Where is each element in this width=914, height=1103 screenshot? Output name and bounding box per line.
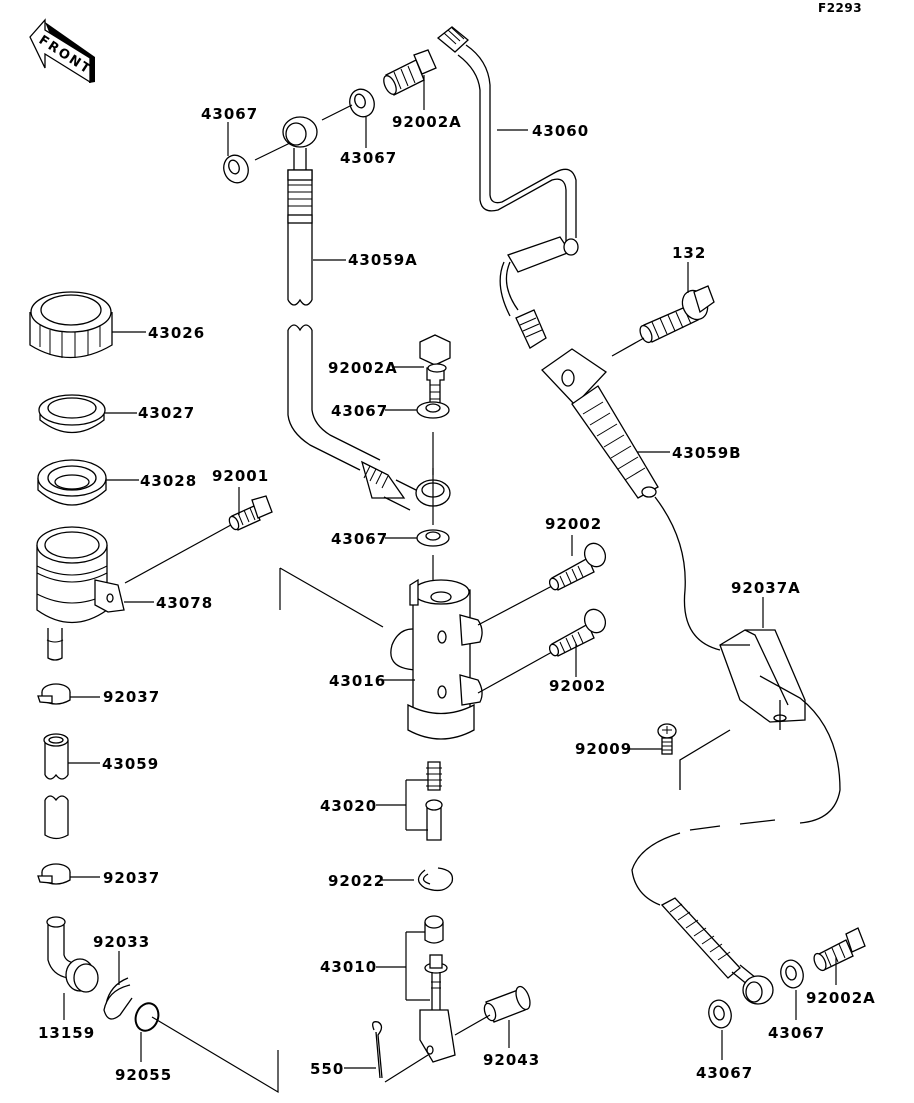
part-label-13159: 13159	[38, 1024, 95, 1042]
part-label-92002: 92002	[545, 515, 602, 533]
part-43067-washer-middle-lower	[416, 529, 450, 547]
leader-line	[254, 142, 291, 161]
part-43027-diaphragm-plate	[38, 394, 106, 433]
part-92009-screw	[657, 723, 677, 755]
part-43067-washer-lower-left	[708, 999, 732, 1029]
part-label-550: 550	[310, 1060, 344, 1078]
part-92002A-banjo-bolt-middle	[419, 334, 451, 411]
part-43016-master-cylinder-body	[390, 578, 483, 740]
part-label-43027: 43027	[138, 404, 195, 422]
part-92055-o-ring	[134, 1002, 160, 1032]
part-43078-reservoir-tank	[36, 526, 125, 661]
part-label-43067: 43067	[768, 1024, 825, 1042]
part-43059B-hose-lower-end	[660, 897, 774, 1005]
part-92022-circlip	[417, 867, 454, 892]
leader-line	[321, 104, 353, 121]
brake-hose-route-dashed	[631, 819, 776, 906]
part-label-43020: 43020	[320, 797, 377, 815]
diagram-reference-code: F2293	[818, 1, 862, 15]
part-550-cotter-pin	[372, 1021, 383, 1079]
part-label-92043: 92043	[483, 1051, 540, 1069]
part-92002A-banjo-bolt-top	[383, 49, 437, 96]
part-132-bolt	[639, 285, 715, 344]
part-43028-diaphragm	[37, 459, 107, 506]
front-arrow-icon: FRONT	[29, 18, 95, 84]
part-43020-spring-seat	[425, 761, 443, 841]
part-label-92002A: 92002A	[392, 113, 462, 131]
part-label-92001: 92001	[212, 467, 269, 485]
part-43010-push-rod-assembly	[419, 915, 456, 1063]
leader-line	[124, 519, 241, 584]
part-label-43010: 43010	[320, 958, 377, 976]
part-label-92002A: 92002A	[328, 359, 398, 377]
leader-line	[611, 337, 645, 357]
part-label-43059A: 43059A	[348, 251, 418, 269]
part-92037-hose-clamp-upper	[37, 683, 71, 705]
part-label-92033: 92033	[93, 933, 150, 951]
part-label-43067: 43067	[340, 149, 397, 167]
part-label-43067: 43067	[201, 105, 258, 123]
part-92033-circlip	[103, 977, 133, 1020]
part-43067-washer-upper-left	[223, 154, 249, 184]
part-label-43059B: 43059B	[672, 444, 742, 462]
leader-line	[477, 585, 553, 694]
part-label-43059: 43059	[102, 755, 159, 773]
part-label-43067: 43067	[331, 530, 388, 548]
brake-hose-route	[759, 675, 841, 824]
part-92043-clevis-pin	[483, 985, 531, 1023]
part-43067-washer-middle-upper	[416, 401, 450, 419]
part-92037-hose-clamp-lower	[37, 863, 71, 885]
part-label-43078: 43078	[156, 594, 213, 612]
leader-line	[679, 700, 781, 790]
part-label-92037: 92037	[103, 869, 160, 887]
part-92002-bolt-upper	[548, 542, 607, 591]
part-label-43016: 43016	[329, 672, 386, 690]
part-label-43026: 43026	[148, 324, 205, 342]
part-13159-elbow-fitting	[46, 916, 99, 993]
label-leaders	[63, 75, 837, 1069]
part-label-43067: 43067	[331, 402, 388, 420]
part-label-92037: 92037	[103, 688, 160, 706]
part-43059B-hose-fitting	[541, 348, 721, 651]
part-43067-washer-upper-right	[349, 88, 375, 118]
part-label-43028: 43028	[140, 472, 197, 490]
part-92002-bolt-lower	[548, 608, 607, 657]
part-43067-washer-lower-right	[780, 959, 804, 989]
part-label-92037A: 92037A	[731, 579, 801, 597]
leader-line	[151, 1016, 279, 1094]
part-92037A-hose-guide-bracket	[719, 629, 806, 723]
part-label-92022: 92022	[328, 872, 385, 890]
part-43060-brake-pipe	[436, 26, 579, 349]
part-label-43067: 43067	[696, 1064, 753, 1082]
part-label-92002A: 92002A	[806, 989, 876, 1007]
leader-line	[279, 567, 384, 628]
part-92001-bolt	[228, 495, 273, 531]
part-label-92009: 92009	[575, 740, 632, 758]
part-label-132: 132	[672, 244, 706, 262]
part-43059-reservoir-hose	[43, 733, 69, 840]
part-label-92002: 92002	[549, 677, 606, 695]
leader-line	[384, 1014, 491, 1083]
part-43026-reservoir-cap	[29, 291, 113, 359]
part-92002A-banjo-bolt-lower	[813, 927, 866, 972]
part-43059A-hose	[282, 116, 451, 511]
part-label-43060: 43060	[532, 122, 589, 140]
part-label-92055: 92055	[115, 1066, 172, 1084]
